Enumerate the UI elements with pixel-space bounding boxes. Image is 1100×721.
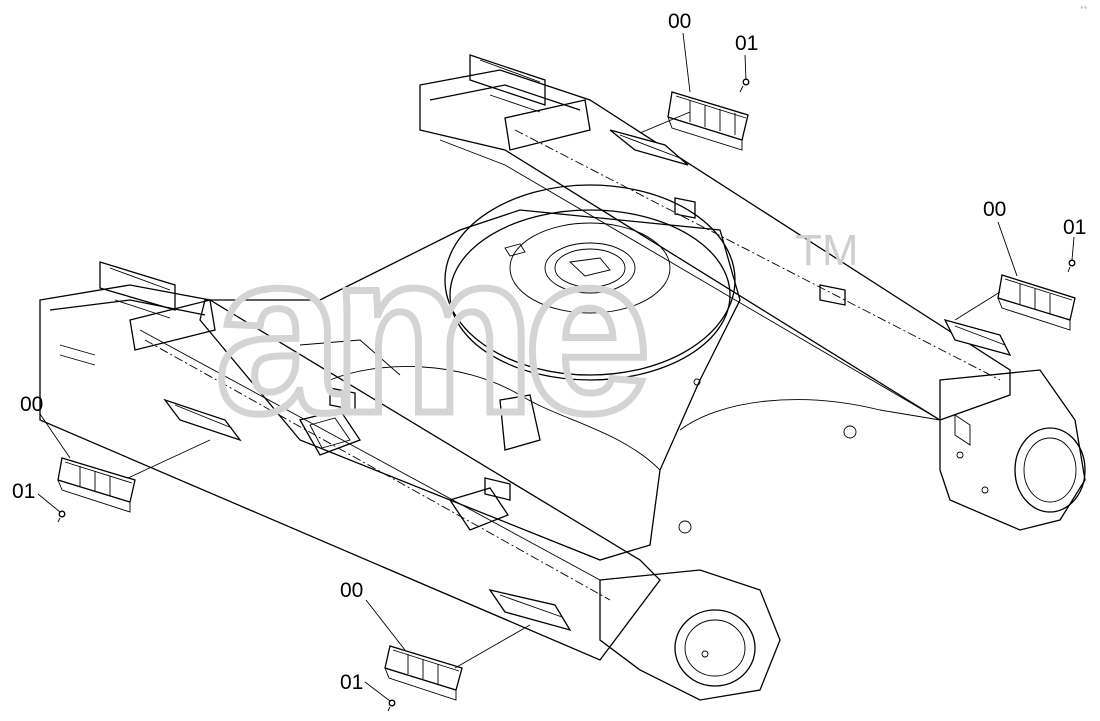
callout-label: 00 [668,10,691,33]
callout-label: 01 [735,32,758,55]
mounted-step-front [488,588,572,632]
bolt-left [57,510,66,523]
corner-mark: °° [1080,6,1087,13]
callout-label: 01 [340,671,363,694]
callout-label: 00 [20,393,43,416]
bolt-top [739,78,750,93]
mounted-step-left [163,398,242,442]
mounted-step-right [943,318,1012,357]
mounted-step-rear [609,129,689,166]
bolt-bottom [387,699,396,712]
watermark: ame TM [212,201,859,465]
step-part-left [57,457,136,513]
leader-lines [37,32,1075,702]
callout-labels: 00 01 00 01 00 01 00 01 [12,10,1086,694]
step-part-right [997,274,1076,331]
callout-label: 00 [983,198,1006,221]
watermark-text: ame [215,204,644,461]
trademark-symbol: TM [795,226,859,275]
undercarriage-frame [39,54,1086,701]
callout-label: 01 [1063,216,1086,239]
bolt-right [1067,259,1076,273]
callout-label: 01 [12,480,35,503]
step-part-top [667,91,749,151]
step-part-bottom [384,645,463,701]
callout-label: 00 [340,579,363,602]
